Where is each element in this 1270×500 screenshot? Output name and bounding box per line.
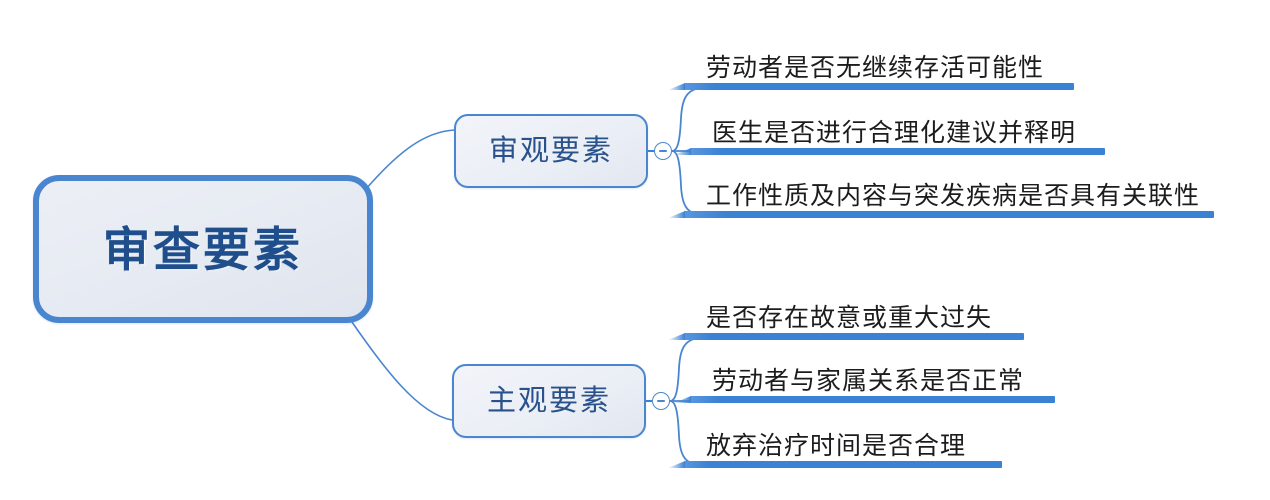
leaf-label: 劳动者是否无继续存活可能性 <box>706 54 1045 82</box>
root-node-label: 审查要素 <box>103 222 303 276</box>
leaf-underline-taper <box>674 148 691 155</box>
leaf-label: 工作性质及内容与突发疾病是否具有关联性 <box>706 182 1201 210</box>
leaf-item[interactable]: 放弃治疗时间是否合理 <box>668 418 1002 468</box>
leaf-underline <box>668 461 1002 468</box>
root-node[interactable]: 审查要素 <box>33 175 373 323</box>
leaf-underline <box>674 396 1055 403</box>
leaf-underline-taper <box>668 461 685 468</box>
leaf-underline <box>668 333 1024 340</box>
minus-icon-subjective[interactable] <box>652 392 670 410</box>
branch-node-subjective[interactable]: 主观要素 <box>452 364 646 438</box>
leaf-label: 医生是否进行合理化建议并释明 <box>712 119 1077 147</box>
minus-glyph <box>657 400 665 402</box>
leaf-underline-fill <box>690 396 1055 403</box>
branch-node-objective-label: 审观要素 <box>488 134 613 167</box>
leaf-label: 放弃治疗时间是否合理 <box>706 432 967 460</box>
leaf-underline-taper <box>674 396 691 403</box>
leaf-item[interactable]: 医生是否进行合理化建议并释明 <box>674 105 1105 155</box>
leaf-underline-taper <box>668 211 685 218</box>
connector-root-to-subjective <box>344 311 453 421</box>
leaf-item[interactable]: 是否存在故意或重大过失 <box>668 290 1024 340</box>
minus-icon-objective[interactable] <box>654 142 672 160</box>
leaf-underline-fill <box>690 148 1105 155</box>
leaf-underline-fill <box>684 211 1214 218</box>
leaf-underline-taper <box>668 333 685 340</box>
connector-root-to-objective <box>364 129 455 191</box>
leaf-label: 劳动者与家属关系是否正常 <box>712 367 1025 395</box>
branch-node-subjective-label: 主观要素 <box>486 384 611 417</box>
leaf-underline-fill <box>684 333 1024 340</box>
leaf-underline <box>668 211 1214 218</box>
leaf-item[interactable]: 劳动者与家属关系是否正常 <box>674 353 1055 403</box>
leaf-item[interactable]: 工作性质及内容与突发疾病是否具有关联性 <box>668 168 1214 218</box>
leaf-underline-taper <box>668 83 685 90</box>
leaf-underline <box>674 148 1105 155</box>
leaf-underline <box>668 83 1074 90</box>
leaf-item[interactable]: 劳动者是否无继续存活可能性 <box>668 40 1074 90</box>
minus-glyph <box>659 150 667 152</box>
leaf-underline-fill <box>684 461 1002 468</box>
leaf-underline-fill <box>684 83 1074 90</box>
leaf-label: 是否存在故意或重大过失 <box>706 304 993 332</box>
branch-node-objective[interactable]: 审观要素 <box>454 114 648 188</box>
